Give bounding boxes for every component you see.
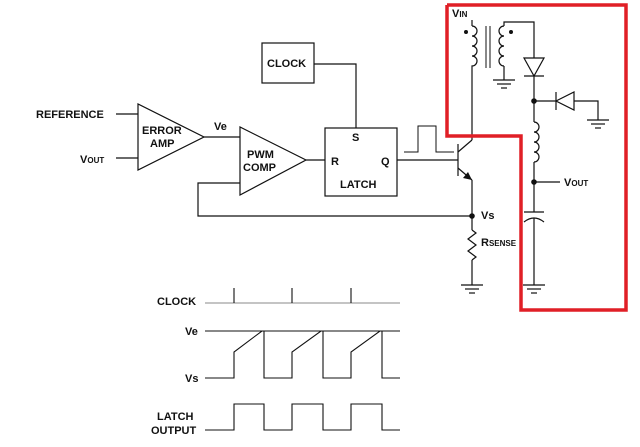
timing-latch-label-line1: LATCH — [157, 411, 194, 423]
primary-dot — [464, 30, 468, 34]
error-amp-label-line2: AMP — [150, 138, 174, 150]
gate-pulse-symbol — [404, 125, 454, 153]
highlight-outline — [445, 3, 628, 312]
schematic: REFERENCE VOUT ERROR AMP Ve PWM COMP CLO… — [36, 3, 628, 312]
vout-output-label: VOUT — [564, 177, 588, 189]
transformer-secondary — [498, 25, 505, 67]
secondary-top-wire — [503, 21, 535, 58]
vout-input-label: VOUT — [80, 154, 104, 166]
pwm-comp-label-line1: PWM — [247, 149, 274, 161]
clock-to-latch-wire — [314, 63, 357, 128]
ground-symbol-output — [523, 284, 545, 294]
clock-block-label: CLOCK — [267, 58, 306, 70]
latch-label: LATCH — [340, 179, 377, 191]
secondary-dot — [509, 30, 513, 34]
latch-output-waveform — [205, 403, 400, 431]
timing-diagram: CLOCK Ve Vs LATCH OUTPUT — [151, 288, 400, 437]
vin-label: VIN — [452, 8, 468, 20]
catch-diode — [554, 91, 575, 111]
vs-sawtooth-waveform — [205, 330, 400, 379]
latch-q-label: Q — [381, 156, 390, 168]
vs-node — [469, 213, 475, 219]
transistor-collector — [457, 139, 473, 153]
rsense-resistor — [467, 229, 477, 261]
ground-symbol-catch — [587, 119, 609, 129]
clock-block — [261, 42, 315, 84]
latch-r-label: R — [331, 156, 339, 168]
transistor-emitter-arrow — [463, 172, 472, 180]
pwm-comp-triangle — [239, 126, 308, 196]
pwm-comp-label-line2: COMP — [243, 162, 276, 174]
timing-clock-label: CLOCK — [157, 296, 196, 308]
timing-latch-label-line2: OUTPUT — [151, 425, 197, 437]
timing-vs-label: Vs — [185, 373, 198, 385]
rectifier-diode — [522, 57, 546, 78]
ve-label: Ve — [214, 121, 227, 133]
ground-symbol-secondary — [493, 79, 515, 89]
transformer-primary — [471, 25, 478, 72]
latch-s-label: S — [352, 132, 359, 144]
error-amp-triangle — [137, 103, 206, 171]
vs-label: Vs — [481, 210, 494, 222]
timing-ve-label: Ve — [185, 326, 198, 338]
rsense-label: RSENSE — [481, 237, 517, 249]
catch-diode-to-ground-wire — [574, 100, 599, 120]
current-sense-feedback-wire — [197, 182, 472, 217]
ground-symbol-rsense — [461, 284, 483, 294]
latch-block — [324, 127, 398, 197]
output-inductor — [533, 121, 540, 163]
error-amp-label-line1: ERROR — [142, 125, 182, 137]
reference-label: REFERENCE — [36, 109, 104, 121]
